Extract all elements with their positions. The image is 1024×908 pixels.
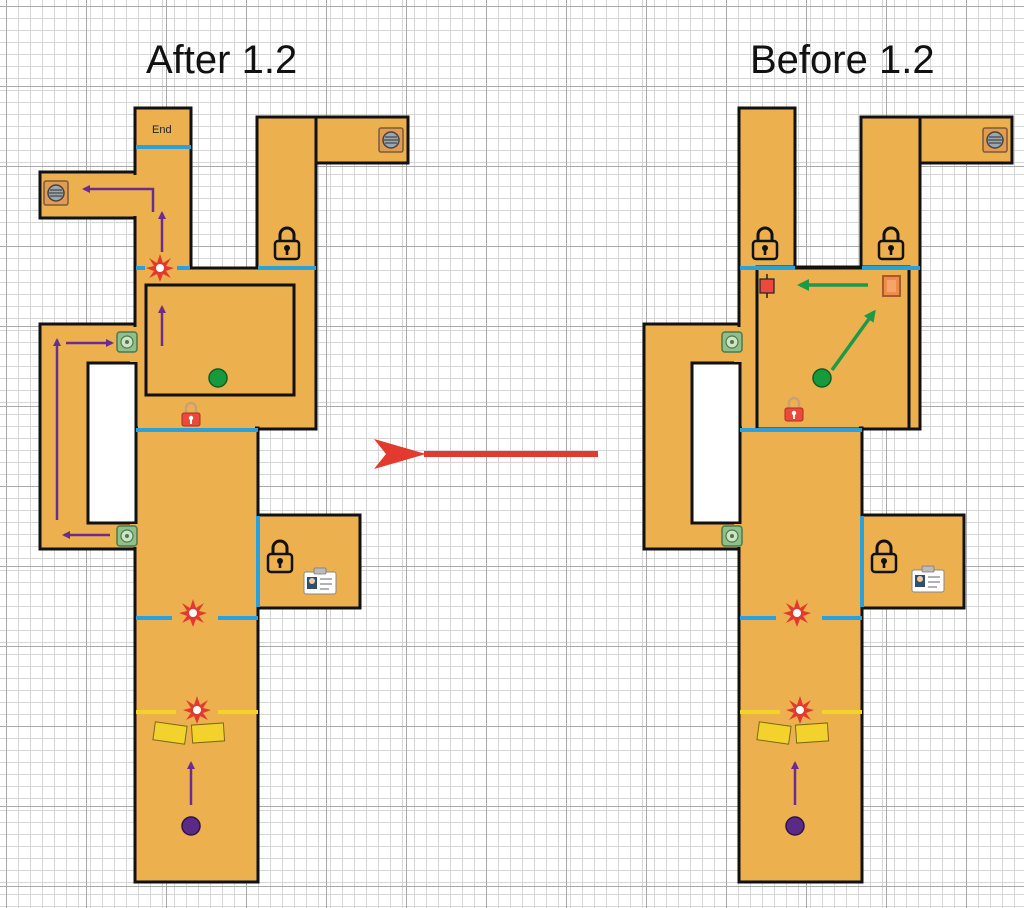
goal-dot <box>812 368 832 388</box>
map-before <box>642 106 1014 884</box>
red-lantern-icon <box>759 274 775 298</box>
id-card-icon <box>303 567 337 595</box>
loop-hole <box>86 361 138 525</box>
side-room <box>858 513 966 610</box>
panel-title-before: Before 1.2 <box>750 38 935 82</box>
loop-hole <box>690 361 742 525</box>
panel-title-after: After 1.2 <box>146 38 298 82</box>
start-dot <box>181 816 201 836</box>
vent-icon <box>378 127 404 153</box>
end-label: End <box>152 124 172 136</box>
teleporter-pad-icon <box>721 331 743 353</box>
vent-icon <box>982 127 1008 153</box>
main-corridor <box>737 426 864 884</box>
teleporter-pad-icon <box>116 525 138 547</box>
start-dot <box>785 816 805 836</box>
id-card-icon <box>911 565 945 593</box>
teleporter-pad-icon <box>116 331 138 353</box>
main-corridor <box>133 426 260 884</box>
goal-dot <box>208 368 228 388</box>
vent-icon <box>43 180 69 206</box>
map-after: End <box>38 106 410 884</box>
route-arrows <box>53 185 195 805</box>
move-arrows <box>797 279 876 372</box>
inner-room <box>144 283 296 397</box>
teleporter-pad-icon <box>721 525 743 547</box>
orange-frame-icon <box>882 275 901 297</box>
